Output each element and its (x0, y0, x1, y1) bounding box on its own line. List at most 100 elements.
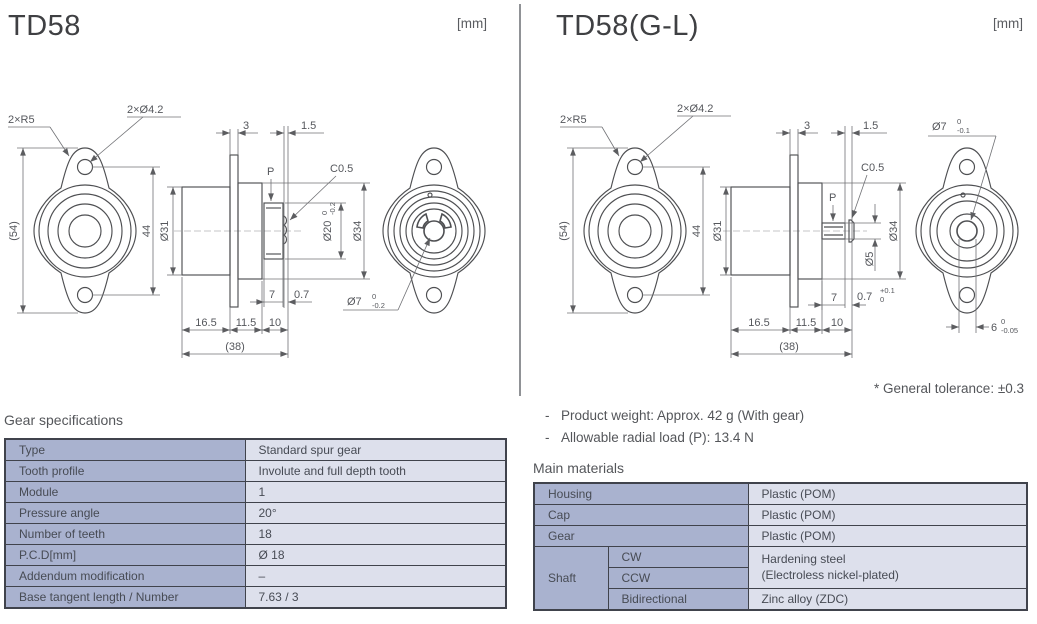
dim-body-length: 16.5 (195, 317, 216, 329)
label-chamfer: C0.5 (861, 162, 884, 174)
table-row: Gear Plastic (POM) (533, 525, 1028, 547)
label-load-point: P (267, 166, 274, 178)
td58gl-rear-view: 6 0 -0.05 Ø7 0 -0.1 (915, 117, 1019, 335)
main-materials-table: Housing Plastic (POM) Cap Plastic (POM) … (533, 482, 1028, 611)
dim-shaft-dia-tol-upper: 0 (957, 117, 961, 126)
dim-gear-gap-tol-lower: 0 (880, 295, 884, 304)
left-units-label: [mm] (457, 16, 487, 31)
dim-shaft-flat-tol-upper: 0 (1001, 317, 1005, 326)
dim-body-length: 16.5 (748, 317, 769, 329)
product-weight-note: -Product weight: Approx. 42 g (With gear… (545, 408, 804, 423)
note-text: Allowable radial load (P): 13.4 N (561, 430, 754, 445)
dim-front-length: 10 (269, 317, 281, 329)
dim-body-dia: Ø31 (159, 221, 171, 242)
gear-specs-heading: Gear specifications (4, 412, 124, 428)
table-row: Cap Plastic (POM) (533, 504, 1028, 526)
material-value: Plastic (POM) (747, 482, 1028, 505)
dim-total-length: (38) (225, 341, 245, 353)
spec-label: Addendum modification (4, 565, 246, 587)
dim-gear-width: 7 (269, 289, 275, 301)
right-page-title: TD58(G-L) (556, 10, 700, 42)
dim-shaft-dia-tol-lower: -0.1 (957, 126, 970, 135)
table-row: Number of teeth 18 (4, 523, 507, 545)
spec-value: – (244, 565, 507, 587)
dim-bore-dia: Ø7 (347, 296, 362, 308)
spec-value: Standard spur gear (244, 438, 507, 461)
td58-side-view: 3 1.5 P C0.5 Ø31 Ø20 0 -0.2 Ø34 7 0.7 (159, 120, 370, 358)
left-page-title: TD58 (8, 10, 81, 42)
dim-gear-gap-tol-upper: +0.1 (880, 286, 895, 295)
panel-divider (519, 4, 521, 396)
spec-value: 7.63 / 3 (244, 586, 507, 609)
spec-value: 18 (244, 523, 507, 545)
spec-label: Base tangent length / Number (4, 586, 246, 609)
spec-value: 20° (244, 502, 507, 524)
dim-mid-length: 11.5 (236, 317, 257, 329)
shaft-variant-cw: CW (607, 546, 749, 568)
dim-bore-tol-lower: -0.2 (372, 301, 385, 310)
spec-label: Pressure angle (4, 502, 246, 524)
table-row: Pressure angle 20° (4, 502, 507, 524)
td58-technical-drawing: (54) 44 2×R5 2×Ø4.2 3 1.5 P C0.5 (8, 104, 486, 358)
table-row: Shaft CW Hardening steel (Electroless ni… (533, 546, 1028, 611)
label-mount-holes: 2×Ø4.2 (127, 104, 163, 116)
dim-shaft-dia: Ø7 (932, 121, 947, 133)
spec-label: Tooth profile (4, 460, 246, 482)
dim-gear-width: 7 (831, 292, 837, 304)
dim-mid-length: 11.5 (796, 317, 817, 329)
label-mount-holes: 2×Ø4.2 (677, 103, 713, 115)
spec-label: Module (4, 481, 246, 503)
dim-gear-dia-tol-upper: 0 (320, 211, 329, 215)
spec-label: Number of teeth (4, 523, 246, 545)
dim-total-length: (38) (779, 341, 799, 353)
label-corner-radius: 2×R5 (560, 114, 587, 126)
dim-flange-height: (54) (558, 221, 570, 241)
table-row: P.C.D[mm] Ø 18 (4, 544, 507, 566)
spec-label: Type (4, 438, 246, 461)
td58gl-front-view: (54) 44 2×R5 2×Ø4.2 (558, 103, 731, 314)
dim-shaft-flat-tol-lower: -0.05 (1001, 326, 1018, 335)
gear-specs-table: Type Standard spur gear Tooth profile In… (4, 438, 507, 609)
spec-label: P.C.D[mm] (4, 544, 246, 566)
dim-gear-dia-tol-lower: -0.2 (328, 202, 337, 215)
td58-rear-view: Ø7 0 -0.2 (343, 147, 486, 314)
dim-hole-pitch: 44 (141, 225, 153, 237)
table-row: Type Standard spur gear (4, 438, 507, 461)
dim-shaft-flat-width: 6 (991, 322, 997, 334)
dim-body-dia: Ø31 (712, 221, 724, 242)
dim-hole-pitch: 44 (691, 225, 703, 237)
radial-load-note: -Allowable radial load (P): 13.4 N (545, 430, 754, 445)
label-chamfer: C0.5 (330, 163, 353, 175)
dim-cap-dia: Ø34 (888, 221, 900, 242)
dim-shaft-dia-small: Ø5 (864, 252, 876, 267)
dim-gear-dia: Ø20 (322, 221, 334, 242)
general-tolerance-note: * General tolerance: ±0.3 (874, 381, 1024, 396)
material-part-shaft: Shaft (533, 546, 609, 611)
spec-value: Ø 18 (244, 544, 507, 566)
dim-tip-length: 1.5 (301, 120, 316, 132)
spec-value: 1 (244, 481, 507, 503)
dim-flange-height: (54) (8, 221, 20, 241)
td58gl-side-view: 3 1.5 P C0.5 Ø31 Ø5 Ø34 7 0.7 +0.1 0 (712, 120, 906, 358)
label-load-point: P (829, 192, 836, 204)
table-row: CCW (534, 567, 1027, 589)
dim-bore-tol-upper: 0 (372, 292, 376, 301)
spec-value: Involute and full depth tooth (244, 460, 507, 482)
material-value: Zinc alloy (ZDC) (747, 588, 1028, 611)
td58gl-technical-drawing: (54) 44 2×R5 2×Ø4.2 3 1.5 P C0.5 (558, 103, 1019, 358)
material-part: Cap (533, 504, 749, 526)
table-row: Housing Plastic (POM) (533, 482, 1028, 505)
bullet-dash: - (545, 430, 550, 445)
dim-flange-thickness: 3 (804, 120, 810, 132)
dim-front-length: 10 (831, 317, 843, 329)
material-part: Gear (533, 525, 749, 547)
material-part: Housing (533, 482, 749, 505)
material-value: Plastic (POM) (747, 525, 1028, 547)
dim-gear-gap: 0.7 (857, 291, 872, 303)
shaft-variant-bidirectional: Bidirectional (607, 588, 749, 611)
material-value: Hardening steel (Electroless nickel-plat… (747, 546, 1028, 589)
dim-flange-thickness: 3 (243, 120, 249, 132)
td58-front-view: (54) 44 2×R5 2×Ø4.2 (8, 104, 181, 314)
right-units-label: [mm] (993, 16, 1023, 31)
